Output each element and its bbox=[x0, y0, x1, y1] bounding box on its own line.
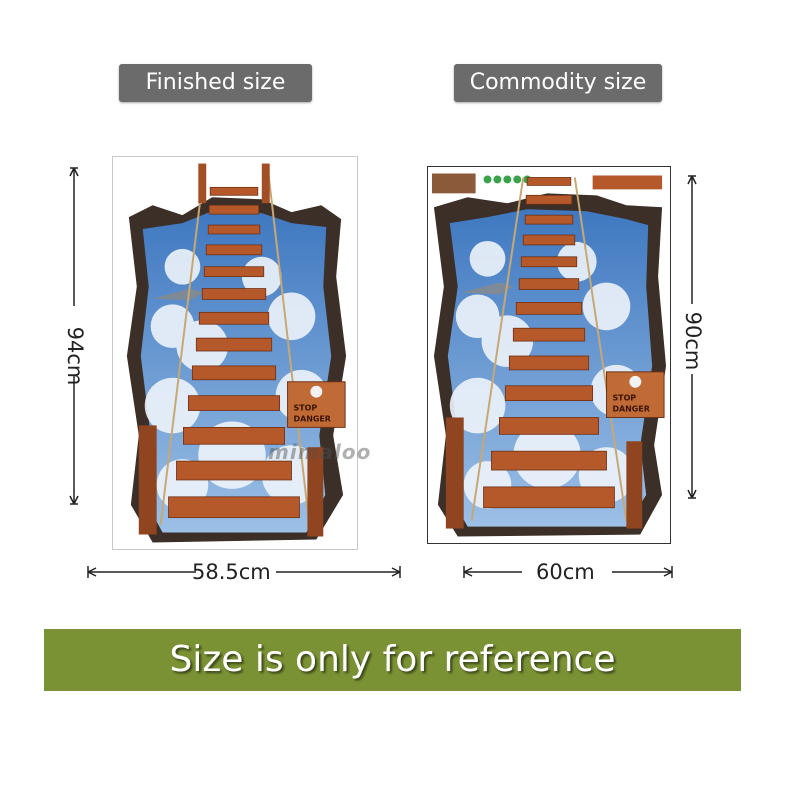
svg-text:DANGER: DANGER bbox=[612, 405, 649, 414]
svg-text:STOP: STOP bbox=[612, 394, 636, 403]
finished-size-label: Finished size bbox=[119, 64, 312, 102]
commodity-bridge-illustration: STOP DANGER bbox=[431, 173, 667, 537]
stop-danger-sign-commodity: STOP DANGER bbox=[606, 371, 665, 418]
watermark: mimaloo bbox=[268, 440, 372, 464]
commodity-size-image: STOP DANGER bbox=[427, 166, 671, 544]
commodity-width-text: 60cm bbox=[536, 560, 595, 584]
finished-width-text: 58.5cm bbox=[192, 560, 271, 584]
preview-thumbnail bbox=[431, 173, 476, 194]
svg-text:STOP: STOP bbox=[294, 404, 318, 413]
commodity-height-text: 90cm bbox=[681, 311, 705, 371]
finished-bridge-illustration: STOP DANGER bbox=[126, 163, 347, 543]
svg-text:DANGER: DANGER bbox=[294, 414, 331, 423]
finished-height-arrow bbox=[69, 167, 79, 505]
finished-height-text: 94cm bbox=[63, 326, 87, 386]
commodity-width-arrow bbox=[463, 566, 673, 578]
finished-width-arrow bbox=[87, 566, 401, 578]
finished-size-image: STOP DANGER bbox=[112, 156, 358, 550]
stop-danger-sign: STOP DANGER bbox=[287, 381, 346, 428]
spare-plank bbox=[592, 175, 663, 190]
reference-banner: Size is only for reference bbox=[44, 629, 741, 691]
feature-icons bbox=[483, 175, 532, 184]
commodity-height-arrow bbox=[687, 175, 697, 499]
commodity-size-label: Commodity size bbox=[454, 64, 662, 102]
